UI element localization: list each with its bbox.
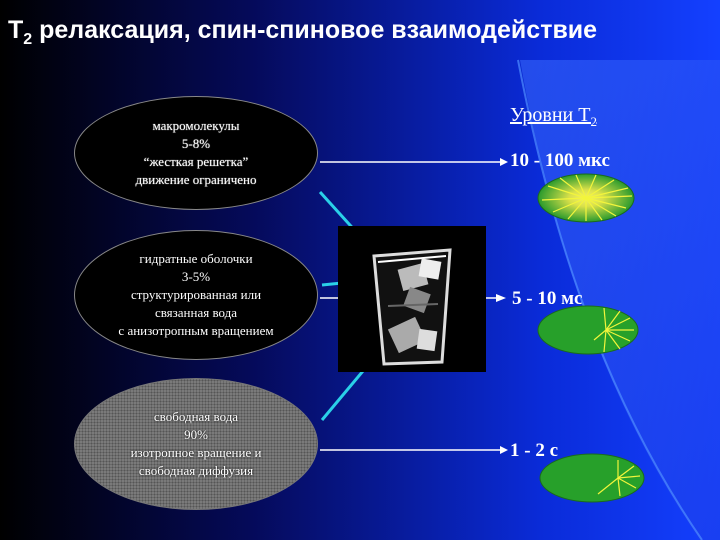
disk-2 bbox=[537, 305, 639, 355]
arrow-head-1 bbox=[500, 158, 508, 166]
oval-text: движение ограничено bbox=[135, 172, 257, 187]
oval-text: изотропное вращение и bbox=[130, 445, 262, 460]
oval-text: 90% bbox=[184, 427, 208, 442]
ice-glass-image bbox=[338, 226, 486, 372]
oval-free-water: свободная вода 90% изотропное вращение и… bbox=[74, 378, 318, 510]
disk-1 bbox=[537, 173, 635, 223]
oval-text: макромолекулы bbox=[152, 118, 240, 133]
oval-hydration-shells: гидратные оболочки 3-5% структурированна… bbox=[74, 230, 318, 360]
page-title: T2 релаксация, спин-спиновое взаимодейст… bbox=[8, 16, 598, 48]
disk-3 bbox=[539, 453, 645, 503]
oval-text: свободная диффузия bbox=[138, 463, 254, 478]
arrow-head-2 bbox=[496, 294, 506, 302]
oval-macromolecules: макромолекулы 5-8% “жесткая решетка” дви… bbox=[74, 96, 318, 210]
level-value-2: 5 - 10 мс bbox=[512, 288, 583, 309]
levels-title: Уровни Т2 bbox=[510, 104, 597, 129]
level-value-1: 10 - 100 мкс bbox=[510, 150, 610, 171]
arrow-head-3 bbox=[500, 446, 508, 454]
oval-text: “жесткая решетка” bbox=[143, 154, 249, 169]
oval-text: 3-5% bbox=[181, 269, 211, 284]
curve-edge bbox=[517, 59, 703, 540]
oval-text: 5-8% bbox=[181, 136, 211, 151]
oval-text: свободная вода bbox=[153, 409, 239, 424]
ice-glass-graphic bbox=[338, 226, 486, 372]
oval-text: гидратные оболочки bbox=[139, 251, 253, 266]
oval-text: связанная вода bbox=[154, 305, 238, 320]
oval-text: с анизотропным вращением bbox=[118, 323, 274, 338]
oval-text: структурированная или bbox=[130, 287, 262, 302]
level-value-3: 1 - 2 с bbox=[510, 440, 559, 461]
